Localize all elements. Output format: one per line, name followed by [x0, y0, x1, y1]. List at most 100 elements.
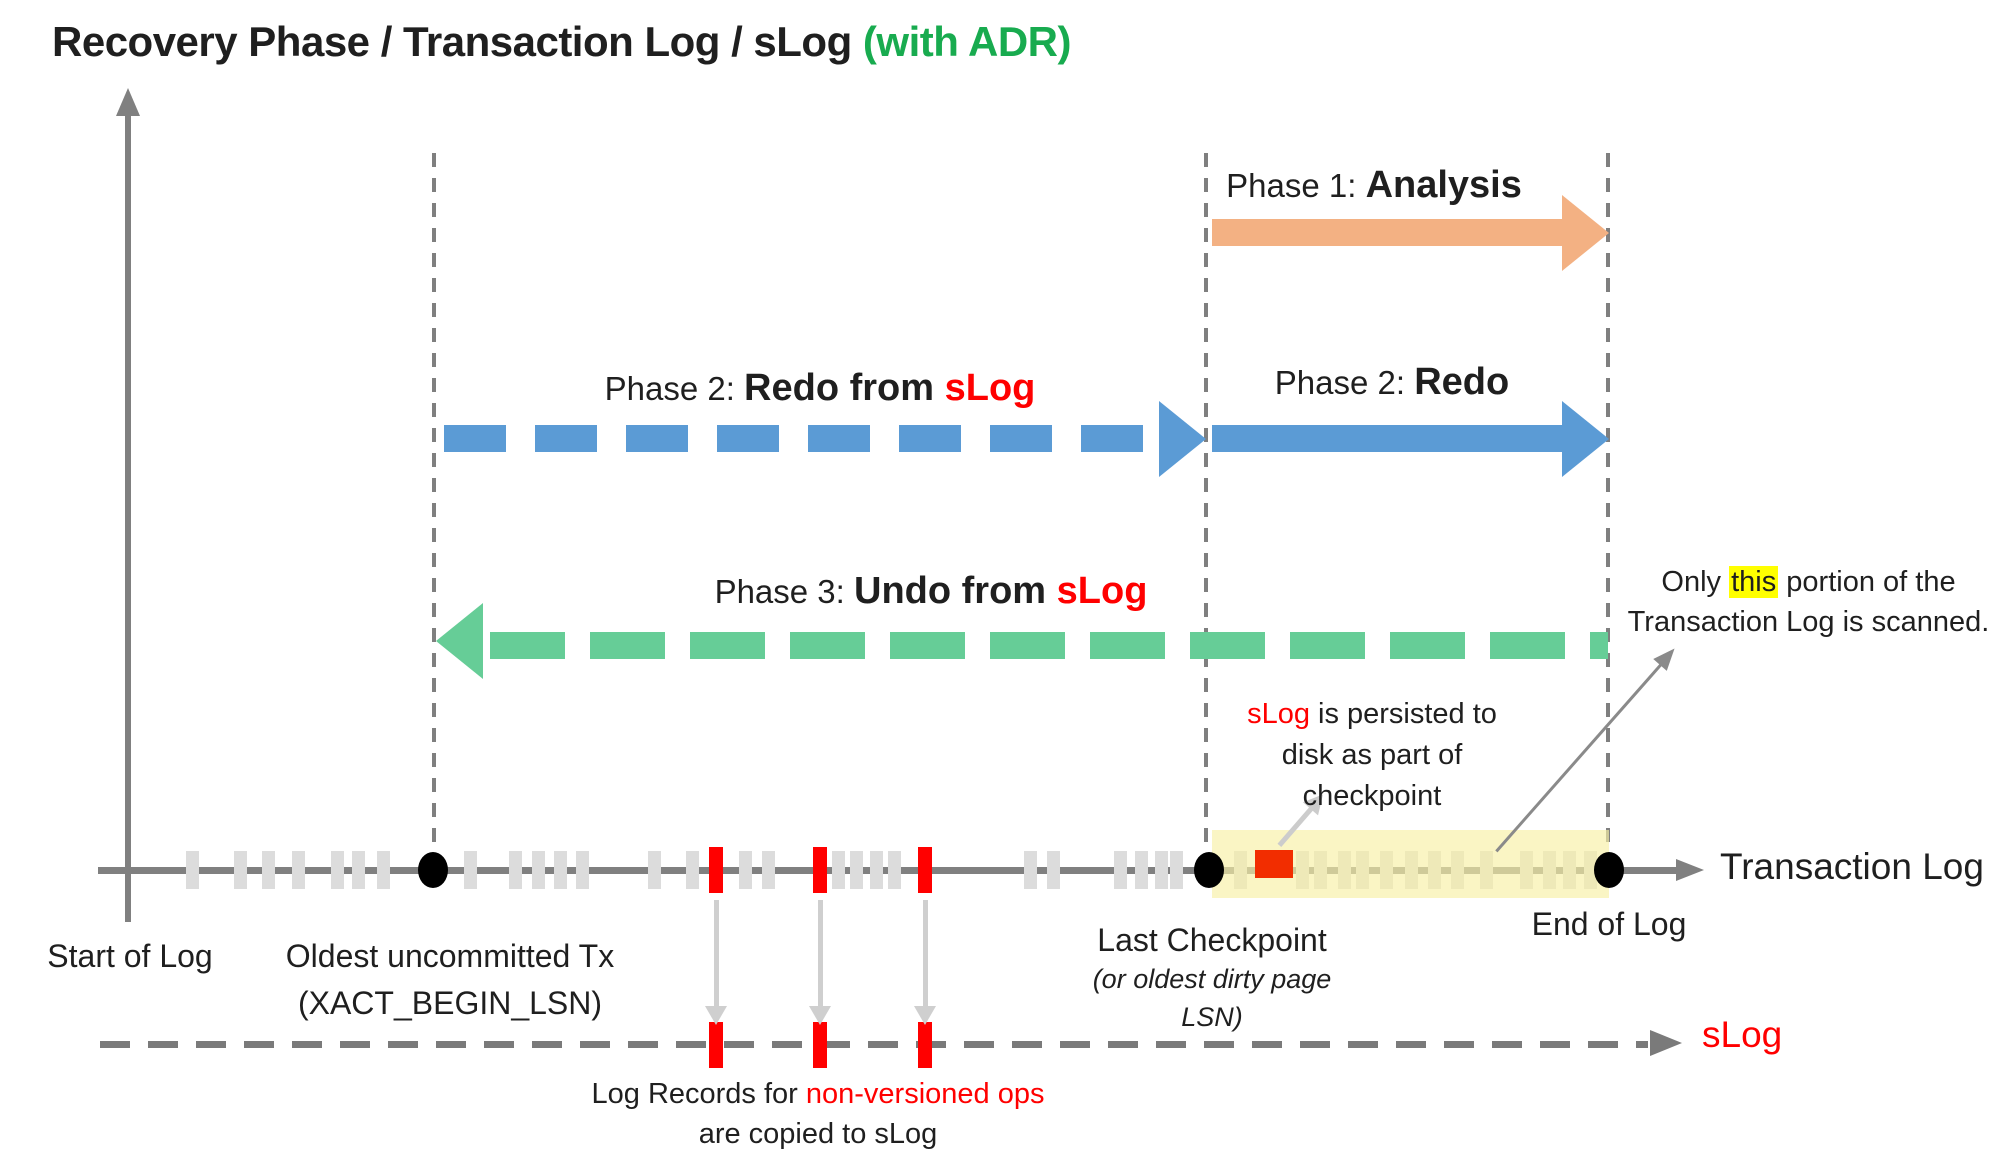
copy-to-slog-arrow-line	[923, 900, 928, 1006]
persist-note-line3: checkpoint	[1302, 780, 1442, 812]
scan-note-line1: Only this portion of the	[1616, 562, 2001, 602]
slog-line	[100, 1041, 1648, 1048]
log-record-tick	[377, 851, 390, 889]
phase2s-prefix: Phase 2:	[604, 370, 745, 407]
start-of-log-label: Start of Log	[47, 938, 213, 974]
persist-note-slog: sLog	[1247, 698, 1310, 730]
copy-to-slog-arrow-line	[714, 900, 719, 1006]
oldest-tx-line2: (XACT_BEGIN_LSN)	[297, 985, 603, 1021]
redo-from-slog-arrowhead-icon	[1159, 401, 1206, 477]
undo-arrow-shaft	[490, 632, 1608, 659]
oldest-uncommitted-tx-label: Oldest uncommitted Tx (XACT_BEGIN_LSN)	[250, 933, 650, 1027]
slog-record-tick	[918, 1022, 932, 1068]
log-record-tick	[554, 851, 567, 889]
log-record-tick	[648, 851, 661, 889]
scan-note-post: portion of the	[1778, 566, 1956, 598]
redo-arrow-shaft	[1212, 425, 1562, 452]
copy-to-slog-arrowhead-icon	[809, 1006, 831, 1025]
persist-note-line1: sLog is persisted to	[1222, 694, 1522, 735]
log-record-tick	[686, 851, 699, 889]
log-record-tick	[850, 851, 863, 889]
log-record-tick	[1135, 851, 1148, 889]
redo-arrowhead-icon	[1562, 401, 1609, 477]
log-event-dot	[1594, 852, 1624, 888]
log-record-tick	[762, 851, 775, 889]
scanned-portion-note: Only this portion of the Transaction Log…	[1616, 562, 2001, 642]
log-record-tick	[262, 851, 275, 889]
vertical-axis-arrowhead-icon	[116, 88, 140, 116]
log-event-dot	[418, 852, 448, 888]
marker-guide-line	[1204, 153, 1208, 868]
scan-note-highlight: this	[1729, 566, 1779, 598]
phase2-name: Redo	[1414, 361, 1510, 403]
last-checkpoint-line2: (or oldest dirty page	[1092, 964, 1332, 994]
log-record-tick	[234, 851, 247, 889]
scan-note-line2: Transaction Log is scanned.	[1627, 606, 1990, 638]
phase1-prefix: Phase 1:	[1226, 167, 1366, 204]
phase2s-slog: sLog	[944, 367, 1036, 409]
marker-guide-line	[1606, 153, 1610, 868]
analysis-arrowhead-icon	[1562, 195, 1609, 271]
nonversioned-log-record-tick	[813, 847, 827, 893]
log-record-tick	[464, 851, 477, 889]
log-record-tick	[1114, 851, 1127, 889]
copy-to-slog-arrowhead-icon	[705, 1006, 727, 1025]
copy-note-accent: non-versioned ops	[805, 1078, 1045, 1110]
phase3-prefix: Phase 3:	[714, 573, 854, 610]
log-record-tick	[1047, 851, 1060, 889]
phase2-label: Phase 2: Redo	[1142, 361, 1642, 404]
undo-arrowhead-icon	[436, 603, 483, 679]
end-of-log-label: End of Log	[1531, 906, 1687, 942]
log-record-tick	[1170, 851, 1183, 889]
log-record-tick	[186, 851, 199, 889]
scanned-portion-arrow-icon	[1495, 642, 1682, 853]
phase1-name: Analysis	[1365, 164, 1522, 206]
transaction-log-arrowhead-icon	[1676, 859, 1704, 881]
copy-to-slog-arrowhead-icon	[914, 1006, 936, 1025]
copy-note-pre: Log Records for	[591, 1078, 806, 1110]
log-record-tick	[509, 851, 522, 889]
redo-from-slog-arrow-shaft	[444, 425, 1146, 452]
scan-note-pre: Only	[1661, 566, 1730, 598]
slog-checkpoint-square	[1255, 850, 1293, 878]
transaction-log-axis-label: Transaction Log	[1720, 846, 1984, 887]
slog-record-tick	[813, 1022, 827, 1068]
log-record-tick	[292, 851, 305, 889]
phase3-slog: sLog	[1056, 570, 1148, 612]
page-title: Recovery Phase / Transaction Log / sLog …	[52, 18, 1071, 66]
persist-note-rest: is persisted to	[1309, 698, 1497, 730]
vertical-axis-line	[125, 114, 131, 922]
log-record-tick	[832, 851, 845, 889]
slog-persist-note: sLog is persisted to disk as part of che…	[1222, 694, 1522, 817]
log-record-tick	[870, 851, 883, 889]
log-record-tick	[532, 851, 545, 889]
copy-note-line2: are copied to sLog	[698, 1118, 938, 1150]
slog-axis-label: sLog	[1702, 1014, 1783, 1055]
log-record-tick	[1024, 851, 1037, 889]
log-record-tick	[576, 851, 589, 889]
phase2-prefix: Phase 2:	[1274, 364, 1415, 401]
title-adr-suffix: (with ADR)	[862, 18, 1072, 65]
oldest-tx-line1: Oldest uncommitted Tx	[285, 938, 615, 974]
log-record-tick	[888, 851, 901, 889]
copy-to-slog-arrow-line	[818, 900, 823, 1006]
last-checkpoint-line1: Last Checkpoint	[1097, 922, 1327, 958]
slog-arrowhead-icon	[1650, 1030, 1682, 1056]
log-record-tick	[1155, 851, 1168, 889]
marker-guide-line	[432, 153, 436, 868]
log-record-tick	[331, 851, 344, 889]
copy-note-line1: Log Records for non-versioned ops	[568, 1074, 1068, 1114]
phase1-label: Phase 1: Analysis	[1074, 164, 1674, 207]
title-main: Recovery Phase / Transaction Log / sLog	[52, 18, 863, 65]
phase2-slog-label: Phase 2: Redo from sLog	[520, 367, 1120, 410]
nonversioned-log-record-tick	[709, 847, 723, 893]
slog-copy-note: Log Records for non-versioned ops are co…	[568, 1074, 1068, 1152]
last-checkpoint-label: Last Checkpoint (or oldest dirty page LS…	[1037, 920, 1387, 1036]
persist-note-line2: disk as part of	[1281, 739, 1463, 771]
analysis-arrow-shaft	[1212, 219, 1562, 246]
slog-record-tick	[709, 1022, 723, 1068]
phase3-name: Undo from	[854, 570, 1057, 612]
phase3-label: Phase 3: Undo from sLog	[631, 570, 1231, 613]
nonversioned-log-record-tick	[918, 847, 932, 893]
